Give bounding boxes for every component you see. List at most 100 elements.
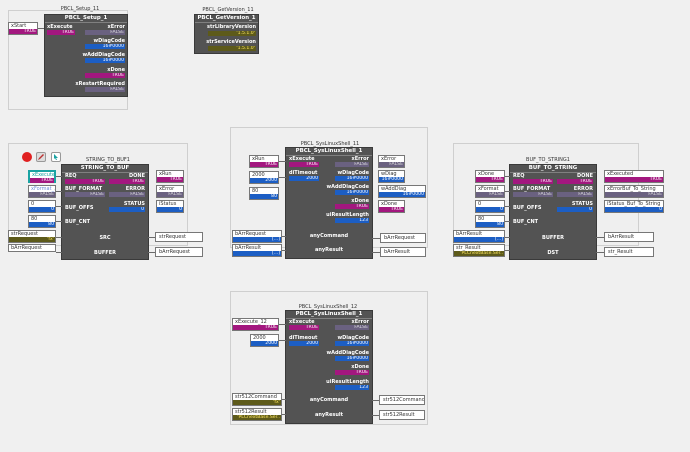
record-icon[interactable]: [22, 152, 32, 162]
input-variable-cnt[interactable]: 80 80: [28, 215, 56, 228]
input-variable-xdone[interactable]: xDone TRUE: [475, 170, 505, 183]
pin-req: REQ: [65, 173, 77, 179]
input-variable-str512command[interactable]: str512Command 'fx': [232, 393, 282, 406]
output-variable-xerrorbuf-to-string[interactable]: xErrorBuf_To_String FALSE: [604, 185, 664, 198]
pin-buf-offs: BUF_OFFS: [513, 205, 542, 211]
input-variable-xexecute-12[interactable]: xExecute_12 TRUE: [232, 318, 279, 331]
wire: [148, 252, 155, 253]
pin-xdone: xDone: [107, 67, 125, 73]
wire: [282, 236, 286, 237]
output-variable-xerror[interactable]: xError FALSE: [156, 185, 184, 198]
wire: [148, 237, 155, 238]
pin-value: FALSE: [557, 192, 593, 197]
pin-value: 2000: [289, 341, 319, 346]
pin-value: TRUE: [335, 204, 369, 209]
pin-done: DONE: [128, 173, 145, 179]
pin-value: 16#0000: [335, 176, 369, 181]
input-variable-xstart[interactable]: xStart TRUE: [8, 22, 38, 35]
output-variable-str-result[interactable]: str_Result: [604, 247, 654, 257]
output-variable-str512result[interactable]: str512Result: [379, 410, 425, 420]
input-variable-timeout[interactable]: 2000 2000: [250, 334, 279, 347]
input-variable-xrun[interactable]: xRun TRUE: [249, 155, 279, 168]
output-variable-barrresult[interactable]: bArrResult: [604, 232, 654, 242]
pin-anycommand: anyCommand: [309, 397, 349, 403]
input-variable-xexecute[interactable]: xExecute TRUE: [28, 170, 56, 183]
output-variable-wdiag[interactable]: wDiag 16#0000: [378, 170, 405, 183]
output-variable-wadddiag[interactable]: wAddDiag 16#0000: [378, 185, 426, 198]
pin-anyresult: anyResult: [314, 247, 344, 253]
input-variable-strrequest[interactable]: strRequest 'fx': [8, 230, 56, 243]
function-block-buf-to-string[interactable]: BUF_TO_STRING REQ TRUE BUF_FORMAT FALSE …: [510, 165, 596, 259]
pin-value: TRUE: [557, 179, 593, 184]
pin-xerror: xError: [351, 319, 369, 325]
output-variable-xexecuted[interactable]: xExecuted TRUE: [604, 170, 664, 183]
output-variable-barrresult[interactable]: bArrResult: [380, 247, 426, 257]
output-variable-xdone[interactable]: xDone TRUE: [378, 200, 405, 213]
wire: [372, 252, 380, 253]
wire: [596, 252, 604, 253]
instance-title: PBCL_GetVersion_11: [202, 7, 254, 13]
pin-xerror: xError: [107, 24, 125, 30]
wire: [279, 324, 286, 325]
output-variable-xrun[interactable]: xRun TRUE: [156, 170, 184, 183]
pin-error: ERROR: [573, 186, 593, 192]
output-variable-xerror[interactable]: xError FALSE: [378, 155, 405, 168]
function-block-setup[interactable]: PBCL_Setup_1 xExecute TRUE xError FALSE …: [45, 15, 127, 96]
pin-anyresult: anyResult: [314, 412, 344, 418]
wire: [56, 206, 62, 207]
input-variable-cnt[interactable]: 80 80: [249, 187, 279, 200]
input-variable-str-result[interactable]: str_Result 'PLCnextBase.Ser..: [453, 244, 505, 257]
document-cursor-icon[interactable]: [51, 152, 61, 162]
pencil-icon[interactable]: [36, 152, 46, 162]
input-variable-str512result[interactable]: str512Result 'PLCnextBase.Ser..: [232, 408, 282, 421]
pin-value: 123: [335, 385, 369, 390]
pin-buf-cnt: BUF_CNT: [65, 219, 91, 225]
wire: [505, 206, 510, 207]
instance-title: PBCL_SysLinuxShell_11: [300, 141, 360, 147]
function-block-string-to-buf[interactable]: STRING_TO_BUF REQ TRUE BUF_FORMAT FALSE …: [62, 165, 148, 259]
input-variable-barrrequest[interactable]: bArrRequest: [8, 244, 56, 252]
input-variable-barrresult[interactable]: bArrResult [...]: [453, 230, 505, 243]
input-variable-barrrequest[interactable]: bArrRequest [...]: [232, 230, 282, 243]
pin-value: '1.5.1.0': [208, 46, 256, 51]
input-variable-offs[interactable]: 0 0: [28, 200, 56, 213]
wire: [372, 415, 379, 416]
instance-title: PBCL_SysLinuxShell_12: [298, 304, 358, 310]
instance-title: BUF_TO_STRING1: [526, 157, 570, 163]
output-variable-istatus-buf-to-string[interactable]: iStatus_Buf_To_String 0: [604, 200, 664, 213]
input-variable-cnt[interactable]: 80 80: [475, 215, 505, 228]
input-variable-timeout[interactable]: 2000 2000: [249, 171, 279, 184]
pin-uiresultlength: uiResultLength: [326, 379, 369, 385]
pin-ditimeout: diTimeout: [289, 170, 318, 176]
pin-wdiagcode: wDiagCode: [337, 170, 369, 176]
output-variable-str512command[interactable]: str512Command: [379, 395, 425, 405]
pin-xexecute: xExecute: [47, 24, 73, 30]
instance-title: STRING_TO_BUF1: [86, 157, 130, 163]
function-block-shell-12[interactable]: PBCL_SysLinuxShell_1 xExecute TRUE diTim…: [286, 311, 372, 423]
pin-waddcode: wAddDiagCode: [82, 52, 125, 58]
wire: [279, 161, 286, 162]
pin-wadddiagcode: wAddDiagCode: [326, 184, 369, 190]
pin-value: 16#0000: [335, 356, 369, 361]
output-variable-barrrequest[interactable]: bArrRequest: [155, 247, 203, 257]
pin-wdiagcode: wDiagCode: [337, 335, 369, 341]
pin-value: TRUE: [289, 325, 319, 330]
wire: [38, 28, 46, 29]
function-block-getversion[interactable]: PBCL_GetVersion_1 strLibraryVersion '1.5…: [195, 15, 258, 53]
output-variable-barrrequest[interactable]: bArrRequest: [380, 233, 426, 243]
pin-dst: DST: [547, 250, 559, 256]
input-variable-offs[interactable]: 0 0: [475, 200, 505, 213]
input-variable-barrresult[interactable]: bArrResult [...]: [232, 244, 282, 257]
pin-value: FALSE: [85, 87, 125, 92]
pin-value: 16#0000: [85, 44, 125, 49]
input-variable-xformat[interactable]: xFormat FALSE: [475, 185, 505, 198]
output-variable-istatus[interactable]: iStatus 0: [156, 200, 184, 213]
function-block-shell-11[interactable]: PBCL_SysLinuxShell_1 xExecute TRUE diTim…: [286, 148, 372, 258]
wire: [56, 176, 62, 177]
output-variable-strrequest[interactable]: strRequest: [155, 232, 203, 242]
wire: [282, 250, 286, 251]
input-variable-xformat[interactable]: xFormat_... FALSE: [28, 185, 56, 198]
wire: [282, 399, 286, 400]
pin-buffer: BUFFER: [94, 250, 116, 256]
wire: [56, 191, 62, 192]
